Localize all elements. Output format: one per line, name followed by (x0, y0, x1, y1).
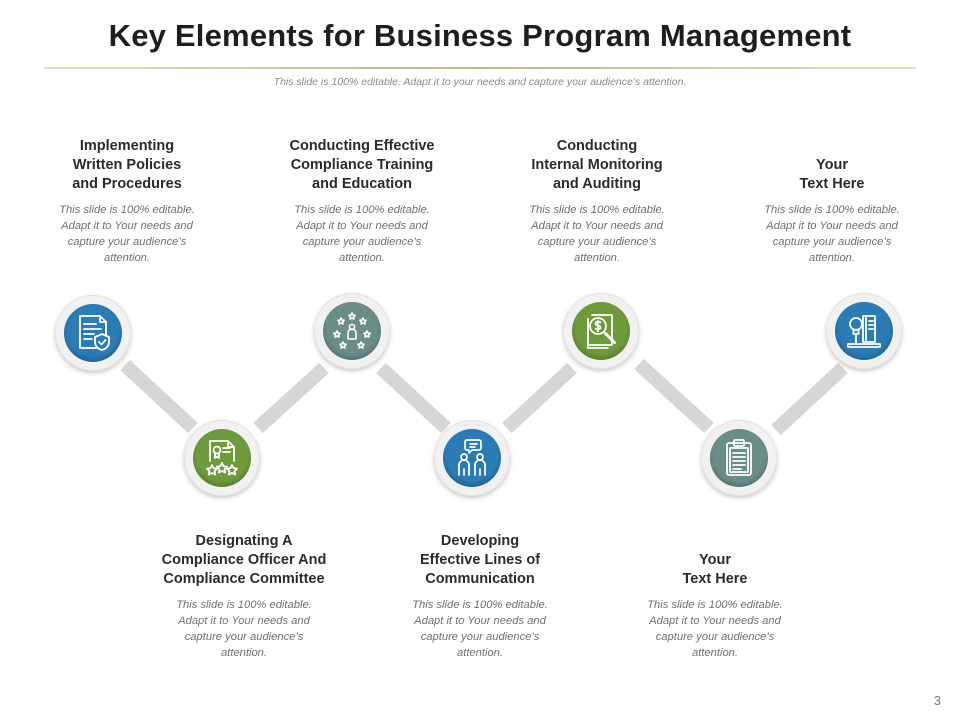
connector-3 (376, 362, 451, 434)
item-description: This slide is 100% editable. Adapt it to… (59, 204, 195, 264)
item-heading: Implementing Written Policies and Proced… (72, 138, 182, 192)
item-your-text-bottom: Your Text Here This slide is 100% editab… (610, 532, 820, 661)
item-description: This slide is 100% editable. Adapt it to… (176, 599, 312, 659)
connector-1 (120, 359, 198, 434)
lightbulb-book-icon (847, 315, 881, 348)
item-description: This slide is 100% editable. Adapt it to… (647, 599, 783, 659)
item-description: This slide is 100% editable. Adapt it to… (412, 599, 548, 659)
item-heading: Your Text Here (799, 157, 865, 192)
slide-subtitle: This slide is 100% editable. Adapt it to… (273, 76, 687, 88)
item-heading: Designating A Compliance Officer And Com… (161, 533, 327, 587)
item-heading: Your Text Here (682, 552, 748, 587)
item-monitoring: Conducting Internal Monitoring and Audit… (492, 137, 702, 266)
node-monitoring (563, 293, 639, 369)
connector-5 (634, 358, 714, 434)
item-heading: Conducting Internal Monitoring and Audit… (531, 138, 663, 192)
certificate-stars-icon (206, 440, 238, 476)
clipboard-icon (726, 439, 752, 476)
item-communication: Developing Effective Lines of Communicat… (375, 532, 585, 661)
item-policies: Implementing Written Policies and Proced… (22, 137, 232, 266)
item-compliance-officer: Designating A Compliance Officer And Com… (139, 532, 349, 661)
magnifier-dollar-icon (587, 314, 616, 349)
policy-document-shield-icon (79, 315, 110, 351)
connector-2 (253, 362, 329, 434)
node-communication (434, 420, 510, 496)
item-description: This slide is 100% editable. Adapt it to… (294, 204, 430, 264)
node-compliance-officer (184, 420, 260, 496)
node-your-text-top (826, 293, 902, 369)
node-policies (55, 295, 131, 371)
item-heading: Developing Effective Lines of Communicat… (419, 533, 541, 587)
title-divider (44, 67, 916, 69)
item-your-text-top: Your Text Here This slide is 100% editab… (727, 137, 937, 266)
slide-title: Key Elements for Business Program Manage… (108, 18, 852, 53)
item-heading: Conducting Effective Compliance Training… (289, 138, 435, 192)
node-your-text-bottom (701, 420, 777, 496)
connector-4 (502, 362, 577, 434)
item-description: This slide is 100% editable. Adapt it to… (764, 204, 900, 264)
node-training (314, 293, 390, 369)
connector-6 (771, 362, 848, 436)
item-training: Conducting Effective Compliance Training… (257, 137, 467, 266)
item-description: This slide is 100% editable. Adapt it to… (529, 204, 665, 264)
people-chat-icon (458, 439, 486, 476)
page-number: 3 (933, 693, 941, 708)
person-stars-icon (333, 312, 371, 349)
